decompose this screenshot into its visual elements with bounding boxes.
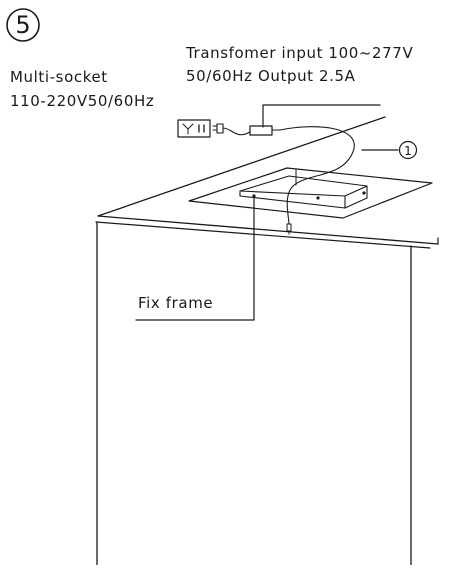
- socket-label-line2: 110-220V50/60Hz: [10, 92, 154, 110]
- cabinet: [95, 116, 439, 566]
- multi-socket-icon: [177, 119, 211, 138]
- cabinet-top-back-edge: [97, 116, 386, 217]
- callout-badge: 1: [398, 140, 418, 160]
- fix-frame-leader-line: [135, 197, 255, 321]
- step-badge: 5: [6, 8, 40, 42]
- output-cable: [279, 126, 355, 225]
- transformer-leader-line: [262, 104, 381, 128]
- fix-frame-screw: [252, 194, 256, 198]
- cable-connector: [286, 223, 292, 235]
- socket-label-line1: Multi-socket: [10, 68, 108, 86]
- cabinet-top-front-edge: [97, 215, 439, 245]
- step-number: 5: [15, 11, 30, 39]
- lamp-box-top: [239, 175, 368, 197]
- transformer-label-line2: 50/60Hz Output 2.5A: [186, 67, 356, 85]
- plug-cable: [222, 127, 251, 136]
- fix-frame-label: Fix frame: [138, 294, 213, 312]
- cabinet-top-thickness-edge: [95, 221, 431, 249]
- lamp-box: [239, 169, 368, 209]
- transformer-icon: [249, 125, 281, 136]
- callout-number: 1: [404, 144, 412, 158]
- power-plug-icon: [212, 123, 224, 134]
- top-cutout: [188, 167, 433, 219]
- transformer-label-line1: Transfomer input 100~277V: [185, 44, 413, 62]
